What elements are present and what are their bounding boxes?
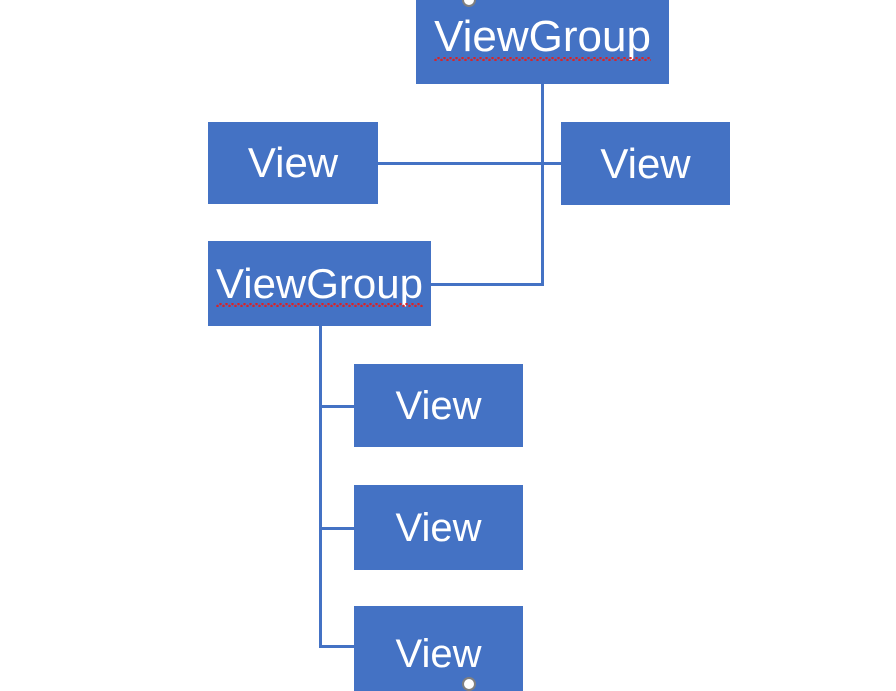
connector-branch-leaf-1[interactable] <box>319 405 355 408</box>
node-label: ViewGroup <box>215 259 424 307</box>
node-label: View <box>395 505 482 550</box>
connector-branch-view-left[interactable] <box>378 162 543 165</box>
node-leaf-view-1[interactable]: View <box>354 364 523 447</box>
node-label: View <box>395 383 482 428</box>
connector-branch-view-right[interactable] <box>541 162 563 165</box>
rotation-handle-top-icon[interactable] <box>462 0 476 7</box>
connector-trunk-viewgroup[interactable] <box>319 326 322 646</box>
node-label: View <box>600 139 691 187</box>
node-root-viewgroup[interactable]: ViewGroup <box>416 0 669 84</box>
connector-branch-viewgroup[interactable] <box>430 283 544 286</box>
node-leaf-view-2[interactable]: View <box>354 485 523 570</box>
node-view-left[interactable]: View <box>208 122 378 204</box>
connector-trunk-root[interactable] <box>541 84 544 286</box>
node-label: ViewGroup <box>434 12 651 61</box>
node-leaf-view-3[interactable]: View <box>354 606 523 691</box>
node-view-right[interactable]: View <box>561 122 730 205</box>
connector-branch-leaf-3[interactable] <box>319 645 355 648</box>
node-label: View <box>395 631 482 676</box>
rotation-handle-bottom-icon[interactable] <box>462 677 476 691</box>
node-label: View <box>247 139 339 186</box>
connector-branch-leaf-2[interactable] <box>319 527 355 530</box>
node-child-viewgroup[interactable]: ViewGroup <box>208 241 431 326</box>
